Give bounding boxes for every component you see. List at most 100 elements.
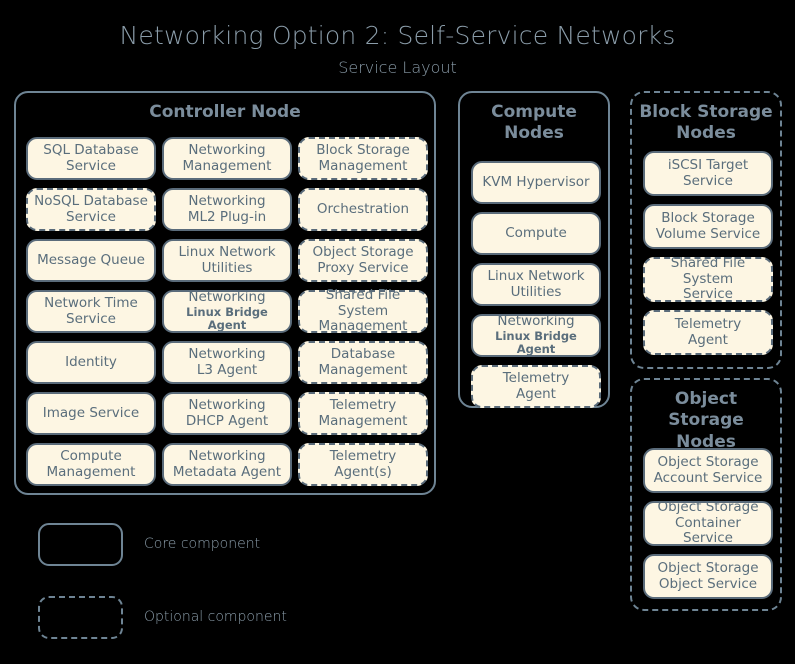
legend-item: Optional component <box>38 591 398 643</box>
service-label-line2: Object Service <box>658 575 758 592</box>
service-label-line2: Service <box>66 310 116 327</box>
legend-swatch-optional <box>38 595 123 639</box>
service-label-line1: Networking <box>188 192 266 209</box>
service-label-line2: Account Service <box>653 469 763 486</box>
service-label-line1: Telemetry <box>329 447 397 464</box>
service-label-line2: Linux Bridge Agent <box>495 328 577 357</box>
service-label-line2: Utilities <box>510 283 562 300</box>
service-label-line1: Compute <box>505 224 567 241</box>
service-label-line2: Metadata Agent <box>172 463 282 480</box>
service-label-line1: Image Service <box>42 404 140 421</box>
service-label-line1: Shared File System <box>325 286 401 319</box>
service-label-line1: Object Storage <box>657 559 759 576</box>
service-label-line1: Compute <box>60 447 122 464</box>
service-label-line1: Networking <box>188 447 266 464</box>
service-label-line2: Service <box>683 172 733 189</box>
service-box[interactable]: Compute <box>471 212 601 255</box>
service-label-line1: Telemetry <box>674 315 742 332</box>
service-label-line2: ML2 Plug-in <box>187 208 267 225</box>
service-label-line2: Service <box>683 286 733 303</box>
service-label-line1: NoSQL Database <box>34 192 148 209</box>
service-box[interactable]: Orchestration <box>298 188 428 231</box>
service-label-line1: Linux Network <box>178 243 276 260</box>
service-label-line1: iSCSI Target <box>667 156 749 173</box>
service-label-line1: Object Storage <box>312 243 414 260</box>
service-box[interactable]: Identity <box>26 341 156 384</box>
service-label-line1: KVM Hypervisor <box>482 173 590 190</box>
service-label-line2: Management <box>318 361 408 378</box>
legend-swatch-core <box>38 522 123 566</box>
service-label-line2: Management <box>318 412 408 429</box>
service-label-line2: Management <box>318 318 408 335</box>
service-label-line1: Object Storage <box>657 453 759 470</box>
service-label-line2: Service <box>66 208 116 225</box>
service-label-line2: Management <box>46 463 136 480</box>
service-label-line1: Shared File System <box>670 254 746 287</box>
service-box[interactable]: Message Queue <box>26 239 156 282</box>
service-label-line1: Database <box>330 345 396 362</box>
service-label-line1: Block Storage <box>316 141 410 158</box>
service-label-line1: Networking <box>497 312 575 329</box>
page-subtitle: Service Layout <box>338 58 457 77</box>
service-label-line1: Networking <box>188 345 266 362</box>
service-box[interactable]: KVM Hypervisor <box>471 161 601 204</box>
service-label-line2: Container Service <box>675 514 741 547</box>
service-label-line1: Linux Network <box>487 267 585 284</box>
service-label-line2: Linux Bridge Agent <box>186 304 268 333</box>
legend-item: Core component <box>38 518 398 570</box>
service-label-line1: Block Storage <box>661 209 755 226</box>
service-label-line1: Object Storage <box>657 498 759 515</box>
service-label-line2: Agent(s) <box>334 463 392 480</box>
service-label-line1: Networking <box>188 288 266 305</box>
service-box[interactable]: Image Service <box>26 392 156 435</box>
service-label-line1: Networking <box>188 396 266 413</box>
legend-label: Optional component <box>144 609 287 625</box>
node-group-title: Controller Node <box>149 102 301 122</box>
service-label-line1: Orchestration <box>316 200 410 217</box>
node-group-title: Compute Nodes <box>491 102 577 144</box>
node-group-title: Object Storage Nodes <box>668 389 744 452</box>
legend-label: Core component <box>144 536 261 552</box>
service-label-line1: Telemetry <box>329 396 397 413</box>
service-label-line2: Volume Service <box>655 225 761 242</box>
service-label-line2: L3 Agent <box>196 361 258 378</box>
service-label-line1: SQL Database <box>43 141 139 158</box>
